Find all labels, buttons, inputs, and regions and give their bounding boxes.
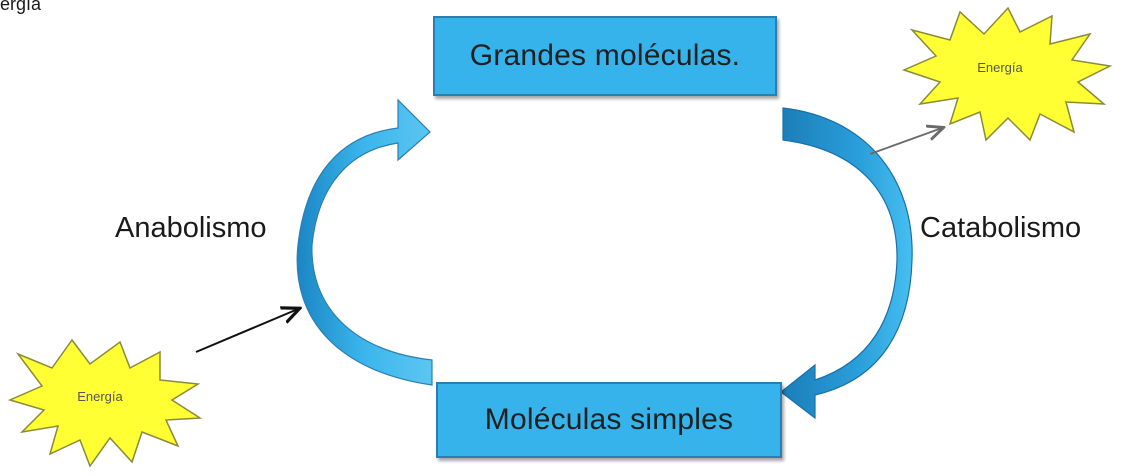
large-molecules-label: Grandes moléculas. [469,39,741,72]
energy-burst-right: Energía [901,6,1113,142]
cropped-header-text: ergía [0,0,42,14]
energy-input-arrow [195,309,298,353]
energy-burst-left: Energía [7,338,203,468]
large-molecules-box: Grandes moléculas. [433,16,777,96]
energy-label-right: Energía [977,60,1023,75]
anabolism-arrow [296,98,433,386]
simple-molecules-label: Moléculas simples [484,403,734,436]
energy-label-left: Energía [77,389,123,404]
anabolism-label: Anabolismo [115,212,267,244]
catabolism-label: Catabolismo [920,212,1082,244]
catabolism-arrow [780,107,913,420]
simple-molecules-box: Moléculas simples [436,382,782,458]
energy-output-arrow [869,128,942,155]
